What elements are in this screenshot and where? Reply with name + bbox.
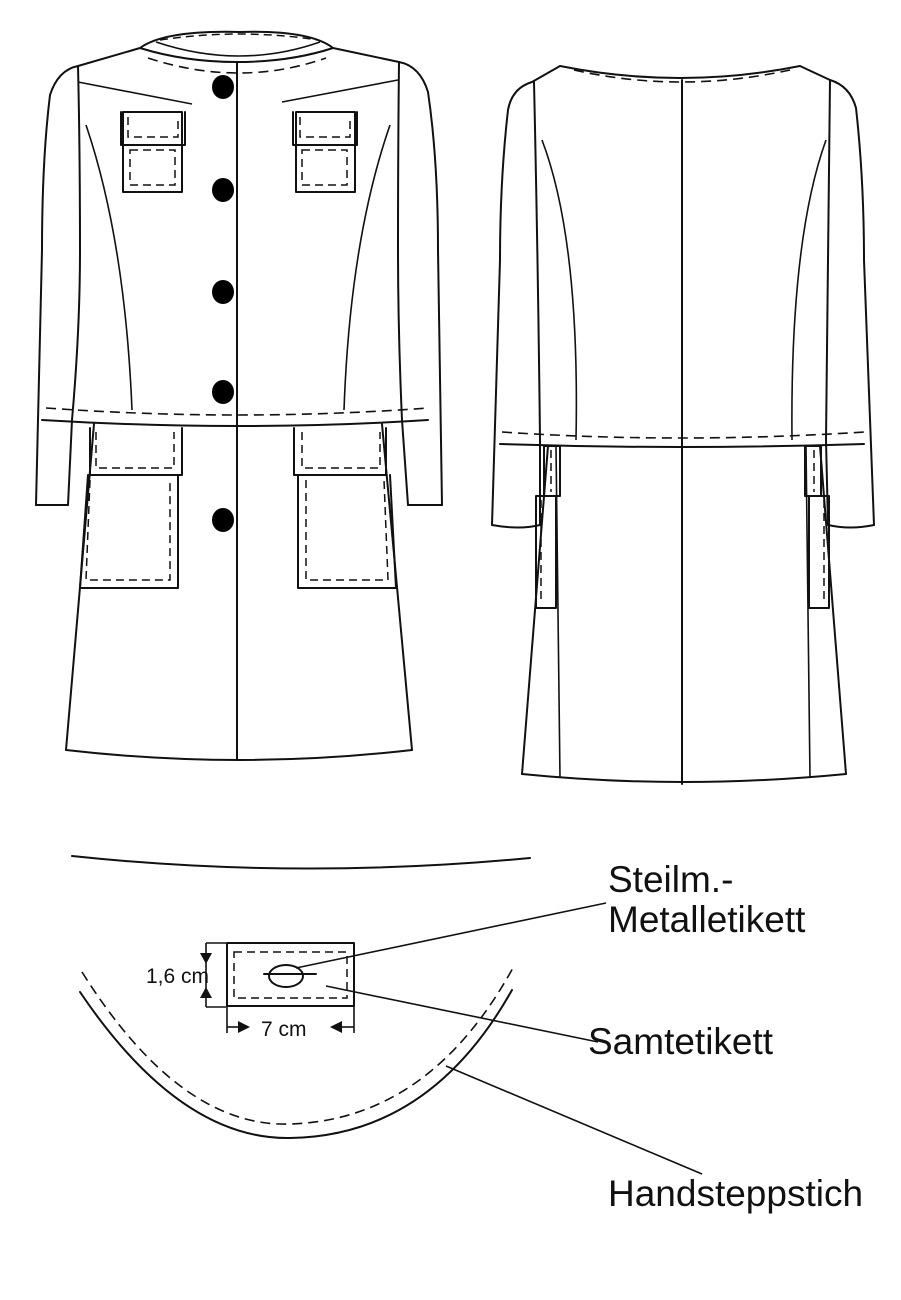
front-waist-stitch xyxy=(45,407,429,416)
front-button-3 xyxy=(212,280,234,304)
label-metal-line1: Steilm.- xyxy=(608,859,733,900)
label-metal-line2: Metalletikett xyxy=(608,899,806,940)
front-left-shoulder xyxy=(77,47,141,67)
front-skirt-right-side xyxy=(381,423,413,751)
front-left-lower-pocket xyxy=(79,427,183,589)
front-button-1 xyxy=(212,75,234,99)
front-right-lower-pocket xyxy=(293,427,397,589)
dim-height-arrow-down xyxy=(200,953,212,964)
front-button-4 xyxy=(212,380,234,404)
velvet-label-stitch xyxy=(233,951,348,999)
front-right-sleeve-inner xyxy=(397,61,409,506)
front-left-sleeve-outer xyxy=(35,65,79,506)
lining-detail: Steilm.- Metalletikett Samtetikett Hands… xyxy=(71,855,863,1214)
front-right-sleeve-outer xyxy=(398,61,443,506)
front-right-princess-seam xyxy=(343,124,391,411)
back-left-shoulder xyxy=(531,65,561,83)
back-left-sleeve-inner xyxy=(533,81,541,526)
front-right-yoke-seam xyxy=(281,79,399,103)
back-right-shoulder xyxy=(799,65,831,81)
label-dim-width: 7 cm xyxy=(261,1018,307,1041)
leader-hand-stitch xyxy=(445,1065,703,1175)
label-hand-stitch: Handsteppstich xyxy=(608,1173,863,1214)
back-right-skirt-seam xyxy=(805,445,811,779)
dim-height-arrow-up xyxy=(200,987,212,998)
coat-front-view xyxy=(35,30,443,761)
label-dim-height: 1,6 cm xyxy=(146,965,209,988)
coat-back-view xyxy=(491,65,875,785)
front-button-2 xyxy=(212,178,234,202)
back-hem xyxy=(521,773,847,783)
back-left-sleeve-outer xyxy=(491,81,533,526)
back-right-sleeve-seam xyxy=(791,139,827,441)
back-neckline xyxy=(559,65,801,79)
velvet-label-rect xyxy=(226,942,355,1007)
back-left-sleeve-seam xyxy=(541,139,578,441)
leader-metal-label xyxy=(295,902,607,969)
front-right-chest-pocket xyxy=(292,111,358,193)
front-left-sleeve-inner xyxy=(67,65,81,506)
front-left-yoke-seam xyxy=(77,81,193,105)
front-hem xyxy=(65,749,413,761)
back-right-sleeve-cuff xyxy=(827,524,875,529)
front-collar-stitch xyxy=(159,33,319,41)
label-velvet: Samtetikett xyxy=(588,1021,774,1062)
dim-width-arrow-left xyxy=(330,1021,342,1033)
back-right-tab xyxy=(804,445,830,609)
back-left-sleeve-cuff xyxy=(491,524,541,529)
front-right-shoulder xyxy=(332,47,400,63)
front-collar-inner xyxy=(155,41,321,57)
front-left-princess-seam xyxy=(85,124,133,411)
front-neck-stitch xyxy=(147,57,327,74)
back-skirt-left-side xyxy=(521,445,549,775)
metal-label-oval xyxy=(268,964,304,988)
front-button-5 xyxy=(212,508,234,532)
front-left-chest-pocket xyxy=(120,111,186,193)
front-waist-seam xyxy=(41,419,429,427)
lining-top-edge xyxy=(71,855,531,870)
dim-width-arrow-right xyxy=(238,1021,250,1033)
back-right-sleeve-outer xyxy=(829,79,875,526)
lining-hand-stitch-line xyxy=(81,965,515,1125)
back-right-sleeve-inner xyxy=(825,79,831,526)
back-left-tab xyxy=(535,445,561,609)
lining-curve xyxy=(79,989,513,1140)
leader-velvet-label xyxy=(325,985,599,1043)
